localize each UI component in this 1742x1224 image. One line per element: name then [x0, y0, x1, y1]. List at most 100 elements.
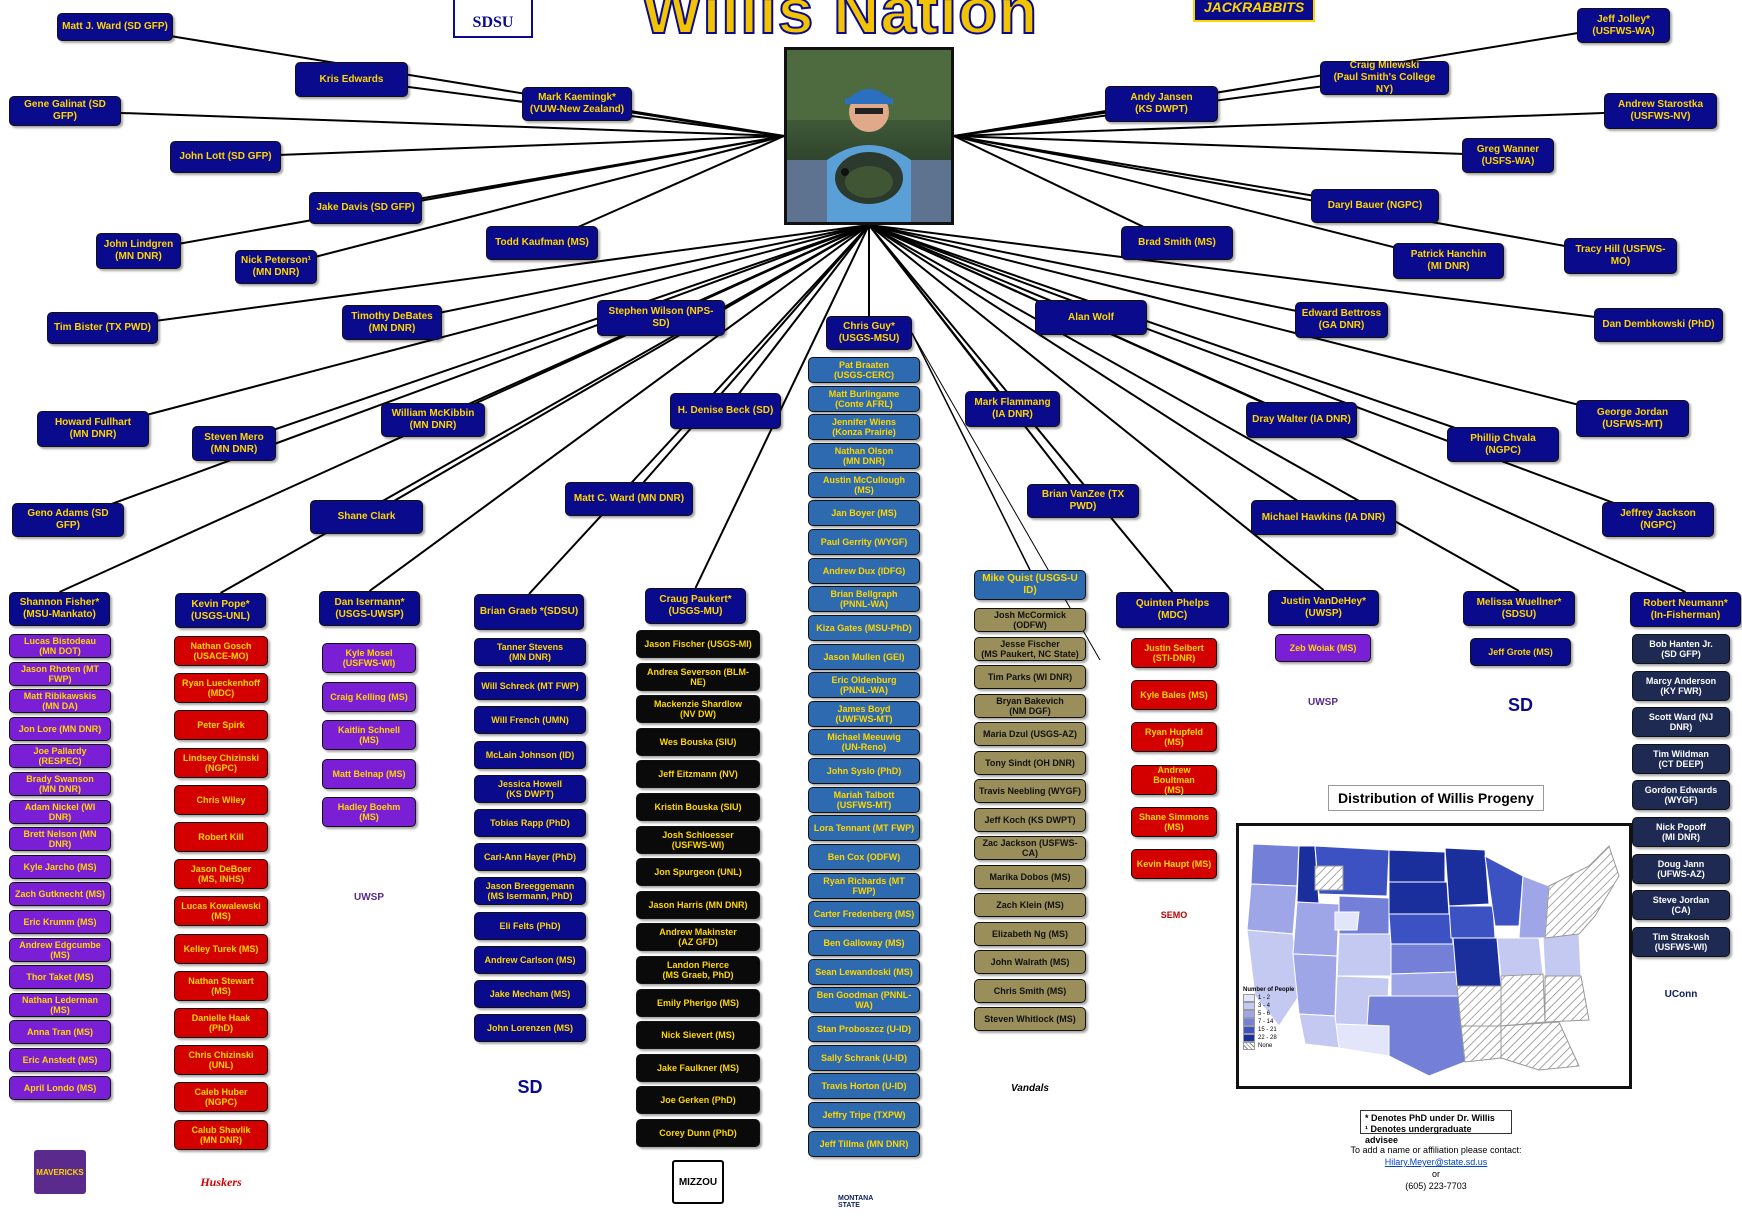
student-node[interactable]: Tim Parks (WI DNR): [974, 665, 1086, 689]
student-node[interactable]: Chris Wiley: [174, 784, 268, 815]
node-gene-galinat[interactable]: Gene Galinat (SD GFP): [9, 96, 121, 126]
student-node[interactable]: Justin Seibert (STI-DNR): [1131, 638, 1217, 668]
node-mark-flammang[interactable]: Mark Flammang (IA DNR): [965, 391, 1060, 427]
student-node[interactable]: Jason Mullen (GEI): [808, 643, 920, 670]
student-node[interactable]: Landon Pierce (MS Graeb, PhD): [636, 956, 760, 984]
node-jeffrey-jackson[interactable]: Jeffrey Jackson (NGPC): [1602, 502, 1714, 537]
student-node[interactable]: Andrew Edgcumbe (MS): [9, 937, 111, 962]
student-node[interactable]: Emily Pherigo (MS): [636, 988, 760, 1017]
node-brad-smith[interactable]: Brad Smith (MS): [1121, 226, 1233, 260]
student-node[interactable]: Eli Felts (PhD): [474, 911, 586, 940]
node-kevin-pope[interactable]: Kevin Pope* (USGS-UNL): [175, 593, 266, 628]
student-node[interactable]: Jason DeBoer (MS, INHS): [174, 859, 268, 890]
node-daryl-bauer[interactable]: Daryl Bauer (NGPC): [1311, 189, 1439, 223]
node-brian-graeb[interactable]: Brian Graeb *(SDSU): [474, 594, 584, 630]
student-node[interactable]: Jon Spurgeon (UNL): [636, 858, 760, 887]
student-node[interactable]: Maria Dzul (USGS-AZ): [974, 722, 1086, 746]
node-dray-walter[interactable]: Dray Walter (IA DNR): [1246, 402, 1357, 438]
student-node[interactable]: Zeb Woiak (MS): [1275, 634, 1371, 662]
student-node[interactable]: Eric Oldenburg (PNNL-WA): [808, 672, 920, 699]
student-node[interactable]: Mackenzie Shardlow (NV DW): [636, 695, 760, 724]
student-node[interactable]: Brady Swanson (MN DNR): [9, 772, 111, 796]
node-craug-paukert[interactable]: Craug Paukert* (USGS-MU): [645, 588, 746, 624]
student-node[interactable]: Nick Sievert (MS): [636, 1021, 760, 1050]
student-node[interactable]: Elizabeth Ng (MS): [974, 921, 1086, 946]
student-node[interactable]: Tim Wildman (CT DEEP): [1632, 743, 1730, 774]
student-node[interactable]: Jason Fischer (USGS-MI): [636, 630, 760, 658]
student-node[interactable]: Zac Jackson (USFWS-CA): [974, 836, 1086, 860]
node-brian-vanzee[interactable]: Brian VanZee (TX PWD): [1027, 484, 1139, 518]
student-node[interactable]: Jennifer Wiens (Konza Prairie): [808, 414, 920, 441]
student-node[interactable]: Will Schreck (MT FWP): [474, 672, 586, 701]
student-node[interactable]: Josh McCormick (ODFW): [974, 608, 1086, 632]
student-node[interactable]: Ben Galloway (MS): [808, 930, 920, 956]
student-node[interactable]: Calub Shavlik (MN DNR): [174, 1119, 268, 1150]
student-node[interactable]: Steve Jordan (CA): [1632, 890, 1730, 921]
student-node[interactable]: Nathan Olson (MN DNR): [808, 442, 920, 469]
node-greg-wanner[interactable]: Greg Wanner (USFS-WA): [1462, 138, 1554, 173]
student-node[interactable]: Austin McCullough (MS): [808, 471, 920, 498]
student-node[interactable]: Jake Mecham (MS): [474, 980, 586, 1008]
student-node[interactable]: Kelley Turek (MS): [174, 933, 268, 964]
student-node[interactable]: Scott Ward (NJ DNR): [1632, 707, 1730, 738]
student-node[interactable]: Shane Simmons (MS): [1131, 806, 1217, 837]
node-george-jordan[interactable]: George Jordan (USFWS-MT): [1576, 400, 1689, 437]
student-node[interactable]: Nathan Gosch (USACE-MO): [174, 636, 268, 666]
node-howard-fullhart[interactable]: Howard Fullhart (MN DNR): [37, 411, 149, 447]
student-node[interactable]: Kristin Bouska (SIU): [636, 793, 760, 821]
student-node[interactable]: Zach Gutknecht (MS): [9, 882, 111, 907]
student-node[interactable]: Craig Kelling (MS): [322, 681, 416, 712]
node-john-lott[interactable]: John Lott (SD GFP): [170, 141, 281, 173]
student-node[interactable]: Doug Jann (UFWS-AZ): [1632, 853, 1730, 884]
node-jeff-jolley[interactable]: Jeff Jolley* (USFWS-WA): [1577, 8, 1670, 43]
student-node[interactable]: Matt Belnap (MS): [322, 758, 416, 789]
node-dan-dembkowski[interactable]: Dan Dembkowski (PhD): [1594, 308, 1723, 342]
student-node[interactable]: Anna Tran (MS): [9, 1020, 111, 1045]
node-matt-c-ward[interactable]: Matt C. Ward (MN DNR): [565, 482, 693, 516]
student-node[interactable]: Paul Gerrity (WYGF): [808, 528, 920, 555]
student-node[interactable]: Caleb Huber (NGPC): [174, 1082, 268, 1113]
student-node[interactable]: Lucas Bistodeau (MN DOT): [9, 634, 111, 658]
student-node[interactable]: Danielle Haak (PhD): [174, 1008, 268, 1038]
student-node[interactable]: Cari-Ann Hayer (PhD): [474, 843, 586, 872]
student-node[interactable]: Jeff Tillma (MN DNR): [808, 1130, 920, 1157]
student-node[interactable]: John Lorenzen (MS): [474, 1014, 586, 1043]
student-node[interactable]: Lora Tennant (MT FWP): [808, 815, 920, 842]
student-node[interactable]: Sally Schrank (U-ID): [808, 1044, 920, 1071]
student-node[interactable]: Kyle Mosel (USFWS-WI): [322, 643, 416, 673]
node-william-mckibbin[interactable]: William McKibbin (MN DNR): [381, 403, 485, 437]
student-node[interactable]: Corey Dunn (PhD): [636, 1119, 760, 1147]
contact-email-link[interactable]: Hilary.Meyer@state.sd.us: [1384, 1157, 1488, 1167]
student-node[interactable]: Chris Smith (MS): [974, 978, 1086, 1003]
student-node[interactable]: Chris Chizinski (UNL): [174, 1045, 268, 1076]
node-quinten-phelps[interactable]: Quinten Phelps (MDC): [1116, 592, 1229, 628]
student-node[interactable]: Kyle Jarcho (MS): [9, 854, 111, 879]
student-node[interactable]: Ben Goodman (PNNL-WA): [808, 987, 920, 1014]
student-node[interactable]: Jessica Howell (KS DWPT): [474, 774, 586, 803]
student-node[interactable]: Jason Breeggemann (MS Isermann, PhD): [474, 877, 586, 906]
student-node[interactable]: John Syslo (PhD): [808, 758, 920, 785]
student-node[interactable]: Andrew Dux (IDFG): [808, 557, 920, 584]
student-node[interactable]: Will French (UMN): [474, 706, 586, 735]
node-matt-ward-sd[interactable]: Matt J. Ward (SD GFP): [57, 13, 173, 41]
student-node[interactable]: Lindsey Chizinski (NGPC): [174, 747, 268, 778]
node-tim-bister[interactable]: Tim Bister (TX PWD): [47, 312, 158, 344]
student-node[interactable]: Peter Spirk: [174, 710, 268, 741]
student-node[interactable]: Andrea Severson (BLM-NE): [636, 662, 760, 691]
node-steven-mero[interactable]: Steven Mero (MN DNR): [192, 426, 276, 461]
student-node[interactable]: Michael Meeuwig (UN-Reno): [808, 729, 920, 756]
student-node[interactable]: Tanner Stevens (MN DNR): [474, 638, 586, 666]
node-patrick-hanchin[interactable]: Patrick Hanchin (MI DNR): [1393, 243, 1504, 279]
student-node[interactable]: Nick Popoff (MI DNR): [1632, 817, 1730, 847]
node-jake-davis[interactable]: Jake Davis (SD GFP): [309, 192, 422, 224]
student-node[interactable]: Jeff Grote (MS): [1470, 638, 1571, 666]
student-node[interactable]: Travis Horton (U-ID): [808, 1073, 920, 1100]
student-node[interactable]: Jan Boyer (MS): [808, 500, 920, 527]
student-node[interactable]: Eric Krumm (MS): [9, 910, 111, 934]
student-node[interactable]: Mariah Talbott (USFWS-MT): [808, 786, 920, 813]
student-node[interactable]: Eric Anstedt (MS): [9, 1048, 111, 1072]
student-node[interactable]: Marika Dobos (MS): [974, 864, 1086, 889]
student-node[interactable]: Robert Kill: [174, 822, 268, 852]
node-edward-bettross[interactable]: Edward Bettross (GA DNR): [1295, 302, 1388, 338]
student-node[interactable]: Joe Pallardy (RESPEC): [9, 744, 111, 769]
